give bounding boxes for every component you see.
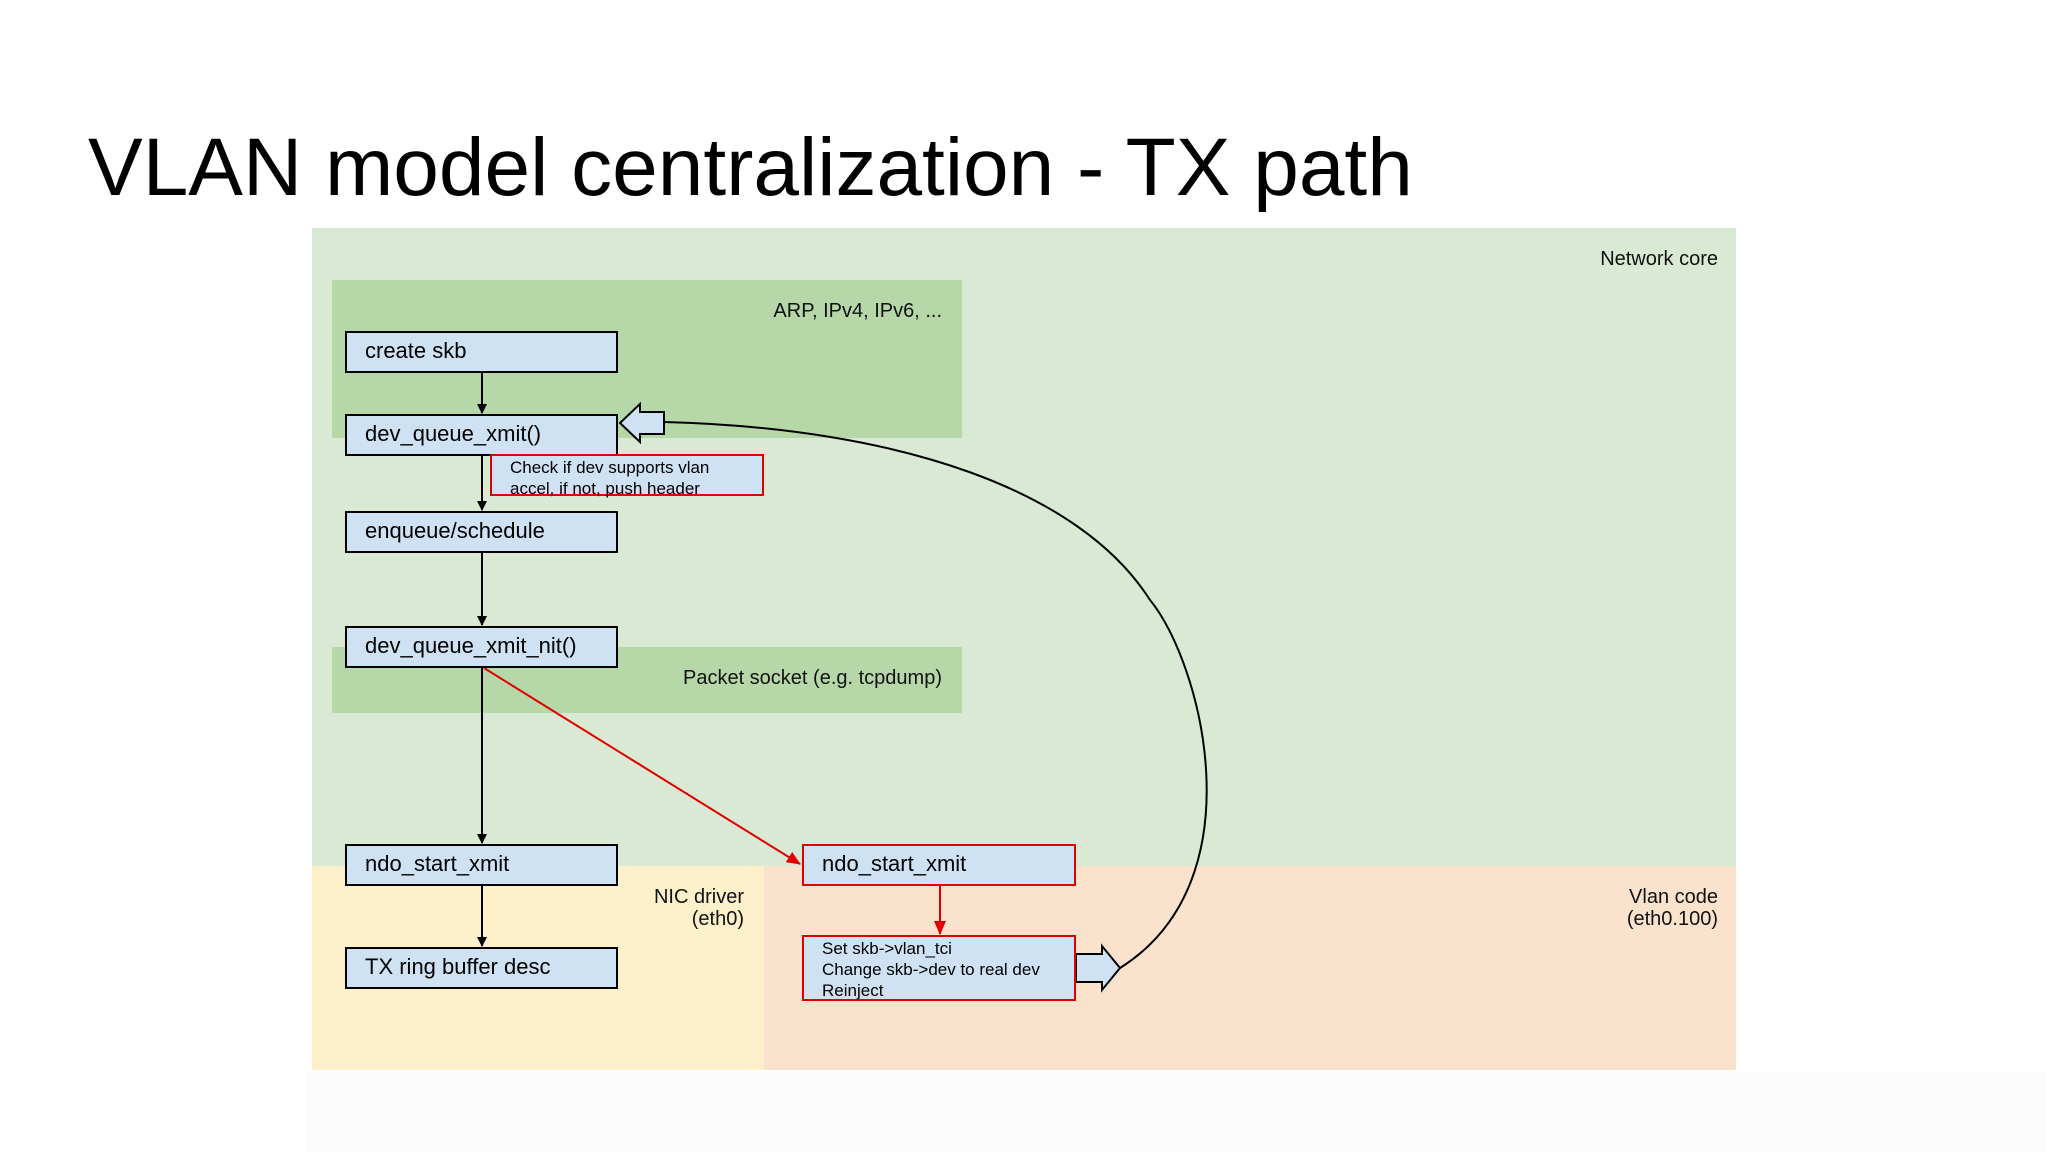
vlan-accel-check-line-2: accel, if not, push header bbox=[510, 479, 700, 498]
reinject-curve bbox=[663, 421, 1208, 969]
nic-driver-name: NIC driver bbox=[653, 886, 744, 908]
reinject-block-arrow-in bbox=[618, 401, 665, 445]
arrow-nit-to-vlan-xmit bbox=[483, 667, 801, 865]
reinject-block-arrow-out bbox=[1075, 943, 1122, 993]
vlan-accel-check-line-1: Check if dev supports vlan bbox=[510, 458, 710, 477]
nic-driver-label: NIC driver (eth0) bbox=[654, 886, 744, 930]
vlan-actions-line-1: Set skb->vlan_tci bbox=[822, 939, 952, 958]
vlan-actions-note: Set skb->vlan_tci Change skb->dev to rea… bbox=[802, 935, 1076, 1001]
slide-title: VLAN model centralization - TX path bbox=[88, 122, 1413, 213]
page-background-shade bbox=[306, 1072, 2046, 1152]
nic-driver-device: (eth0) bbox=[691, 908, 744, 930]
tx-ring-buffer-box: TX ring buffer desc bbox=[345, 947, 618, 989]
packet-socket-label: Packet socket (e.g. tcpdump) bbox=[682, 667, 942, 689]
vlan-actions-line-3: Reinject bbox=[822, 981, 884, 1000]
vlan-actions-line-2: Change skb->dev to real dev bbox=[822, 960, 1040, 979]
vlan-code-device: (eth0.100) bbox=[1626, 908, 1718, 930]
dev-queue-xmit-box: dev_queue_xmit() bbox=[345, 414, 618, 456]
vlan-ndo-start-xmit-box: ndo_start_xmit bbox=[802, 844, 1076, 886]
protocols-label: ARP, IPv4, IPv6, ... bbox=[773, 300, 942, 322]
vlan-accel-check-note: Check if dev supports vlan accel, if not… bbox=[490, 454, 764, 498]
create-skb-box: create skb bbox=[345, 331, 618, 373]
vlan-code-label: Vlan code (eth0.100) bbox=[1627, 886, 1718, 930]
network-core-label: Network core bbox=[1600, 248, 1718, 270]
enqueue-schedule-box: enqueue/schedule bbox=[345, 511, 618, 553]
dev-queue-xmit-nit-box: dev_queue_xmit_nit() bbox=[345, 626, 618, 668]
nic-ndo-start-xmit-box: ndo_start_xmit bbox=[345, 844, 618, 886]
vlan-code-name: Vlan code bbox=[1629, 886, 1718, 908]
